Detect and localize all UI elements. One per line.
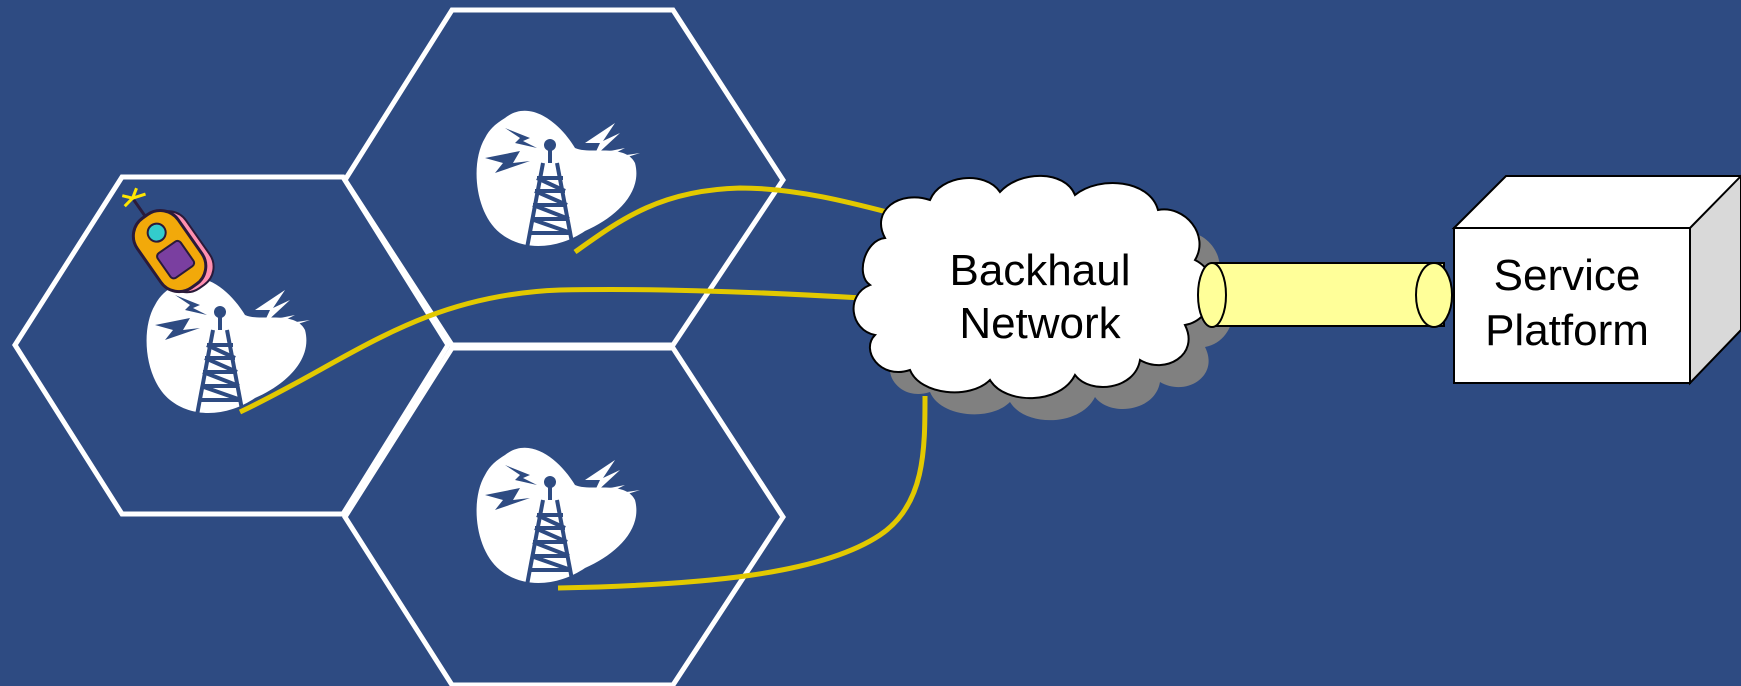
- link-top-tower: [573, 185, 911, 255]
- hex-cell-top: [342, 7, 786, 348]
- hex-cell-left: [12, 174, 451, 517]
- cloud-label-line2: Network: [959, 299, 1121, 348]
- hex-cell-bottom: [342, 345, 786, 686]
- cell-grid: [12, 7, 786, 686]
- server-box-icon: [1451, 174, 1741, 386]
- backhaul-links: [238, 185, 928, 591]
- pipe-connector: [1197, 262, 1453, 328]
- cloud-icon: Backhaul Network: [852, 174, 1234, 421]
- cloud-label-line1: Backhaul: [949, 246, 1130, 295]
- cell-tower-icon: [145, 275, 312, 417]
- mobile-phone-icon: [121, 187, 215, 294]
- platform-label-line1: Service: [1494, 251, 1641, 300]
- link-bottom-tower: [557, 395, 928, 591]
- link-left-tower: [238, 286, 863, 415]
- platform-label-line2: Platform: [1485, 306, 1649, 355]
- cell-tower-icon: [475, 108, 642, 250]
- cell-tower-icon: [475, 445, 642, 587]
